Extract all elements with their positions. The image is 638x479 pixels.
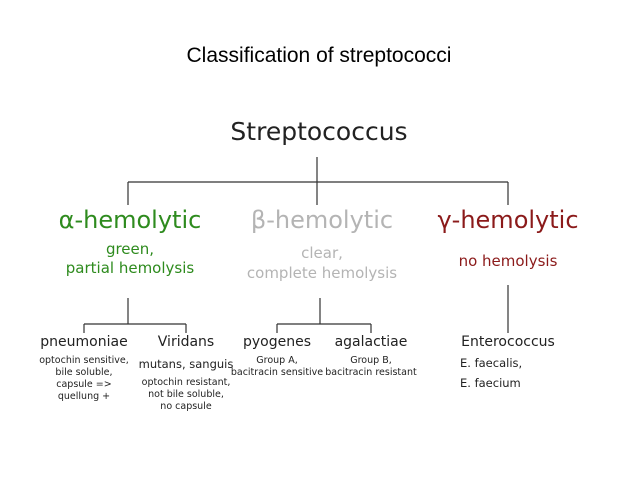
note-viridans-2: not bile soluble, [148, 389, 224, 400]
note-enterococcus-1: E. faecalis, [460, 356, 523, 370]
leaf-pneumoniae: pneumoniae [40, 334, 128, 350]
note-agalactiae-2: bacitracin resistant [325, 367, 417, 378]
leaf-pyogenes: pyogenes [242, 334, 312, 350]
leaf-enterococcus: Enterococcus [461, 334, 555, 350]
note-pyogenes-1: Group A, [256, 355, 298, 366]
note-pneumoniae-2: bile soluble, [55, 367, 113, 378]
gamma-sub-1: no hemolysis [458, 252, 558, 270]
note-pneumoniae-4: quellung + [57, 391, 111, 402]
note-enterococcus-2: E. faecium [460, 376, 521, 390]
alpha-sub-2: partial hemolysis [65, 259, 195, 277]
root-node-streptococcus: Streptococcus [230, 117, 408, 146]
gamma-heading: γ-hemolytic [437, 206, 579, 234]
note-viridans-1: optochin resistant, [141, 377, 231, 388]
beta-sub-2: complete hemolysis [246, 264, 398, 282]
slide-title: Classification of streptococci [186, 44, 452, 67]
note-agalactiae-1: Group B, [350, 355, 392, 366]
note-pneumoniae-3: capsule => [56, 379, 112, 390]
leaf-viridans: Viridans [157, 334, 215, 350]
note-pyogenes-2: bacitracin sensitive [230, 367, 324, 378]
beta-sub-1: clear, [301, 244, 343, 262]
beta-heading: β-hemolytic [250, 206, 394, 234]
viridans-detail: mutans, sanguis [138, 357, 234, 371]
note-viridans-3: no capsule [160, 401, 212, 412]
note-pneumoniae-1: optochin sensitive, [39, 355, 129, 366]
leaf-agalactiae: agalactiae [334, 334, 408, 350]
alpha-sub-1: green, [105, 240, 155, 258]
alpha-heading: α-hemolytic [58, 206, 202, 234]
